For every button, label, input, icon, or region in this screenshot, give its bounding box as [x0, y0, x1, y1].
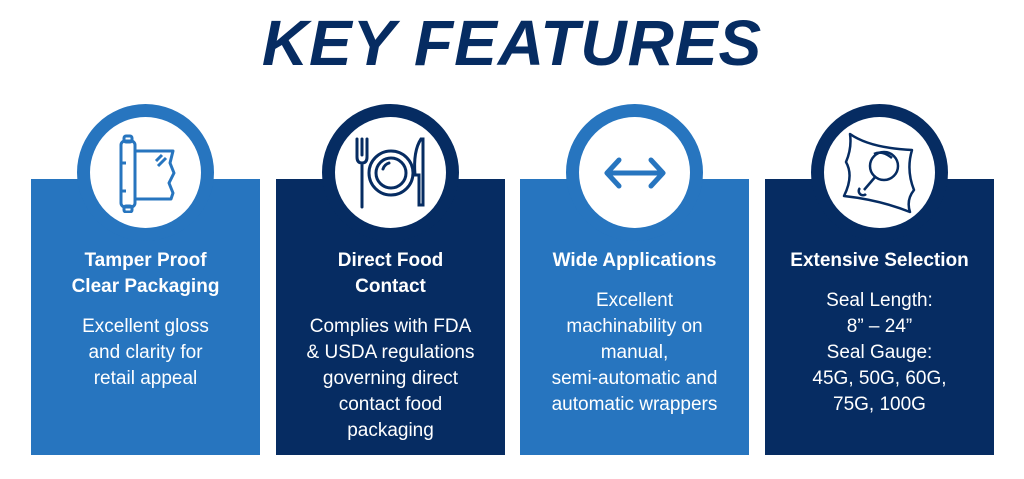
card-text: Excellent	[595, 290, 674, 311]
wrapped-chicken-icon	[842, 132, 915, 213]
card-text: contact food	[338, 394, 443, 415]
plastic-wrap-roll-icon	[119, 134, 175, 213]
page-title: KEY FEATURES	[261, 7, 763, 79]
card-text: retail appeal	[93, 368, 198, 389]
card-heading: Clear Packaging	[71, 276, 220, 297]
card-text: Excellent gloss	[82, 316, 209, 337]
card-text: 45G, 50G, 60G,	[812, 368, 947, 389]
card-text: & USDA regulations	[306, 342, 475, 363]
card-heading: Tamper Proof	[84, 250, 207, 271]
double-arrow-icon	[604, 157, 665, 188]
card-text: packaging	[347, 420, 434, 441]
feature-card-extensive-selection: Extensive Selection Seal Length: 8” – 24”…	[765, 104, 994, 455]
card-heading: Contact	[355, 276, 426, 297]
card-text: 8” – 24”	[846, 316, 913, 337]
card-heading: Wide Applications	[552, 250, 717, 271]
card-text: automatic wrappers	[551, 394, 718, 415]
card-heading: Extensive Selection	[790, 250, 969, 271]
card-text: 75G, 100G	[833, 394, 926, 415]
card-text: Seal Length:	[826, 290, 933, 311]
card-text: machinability on	[566, 316, 703, 337]
card-text: semi-automatic and	[551, 368, 718, 389]
card-text: and clarity for	[88, 342, 203, 363]
card-text: Seal Gauge:	[826, 342, 933, 363]
card-heading: Direct Food	[337, 250, 444, 271]
card-text: governing direct	[322, 368, 459, 389]
plate-fork-knife-icon	[355, 137, 424, 208]
card-text: manual,	[600, 342, 669, 363]
feature-card-wide-applications: Wide Applications Excellent machinability…	[520, 104, 749, 455]
card-text: Complies with FDA	[309, 316, 472, 337]
